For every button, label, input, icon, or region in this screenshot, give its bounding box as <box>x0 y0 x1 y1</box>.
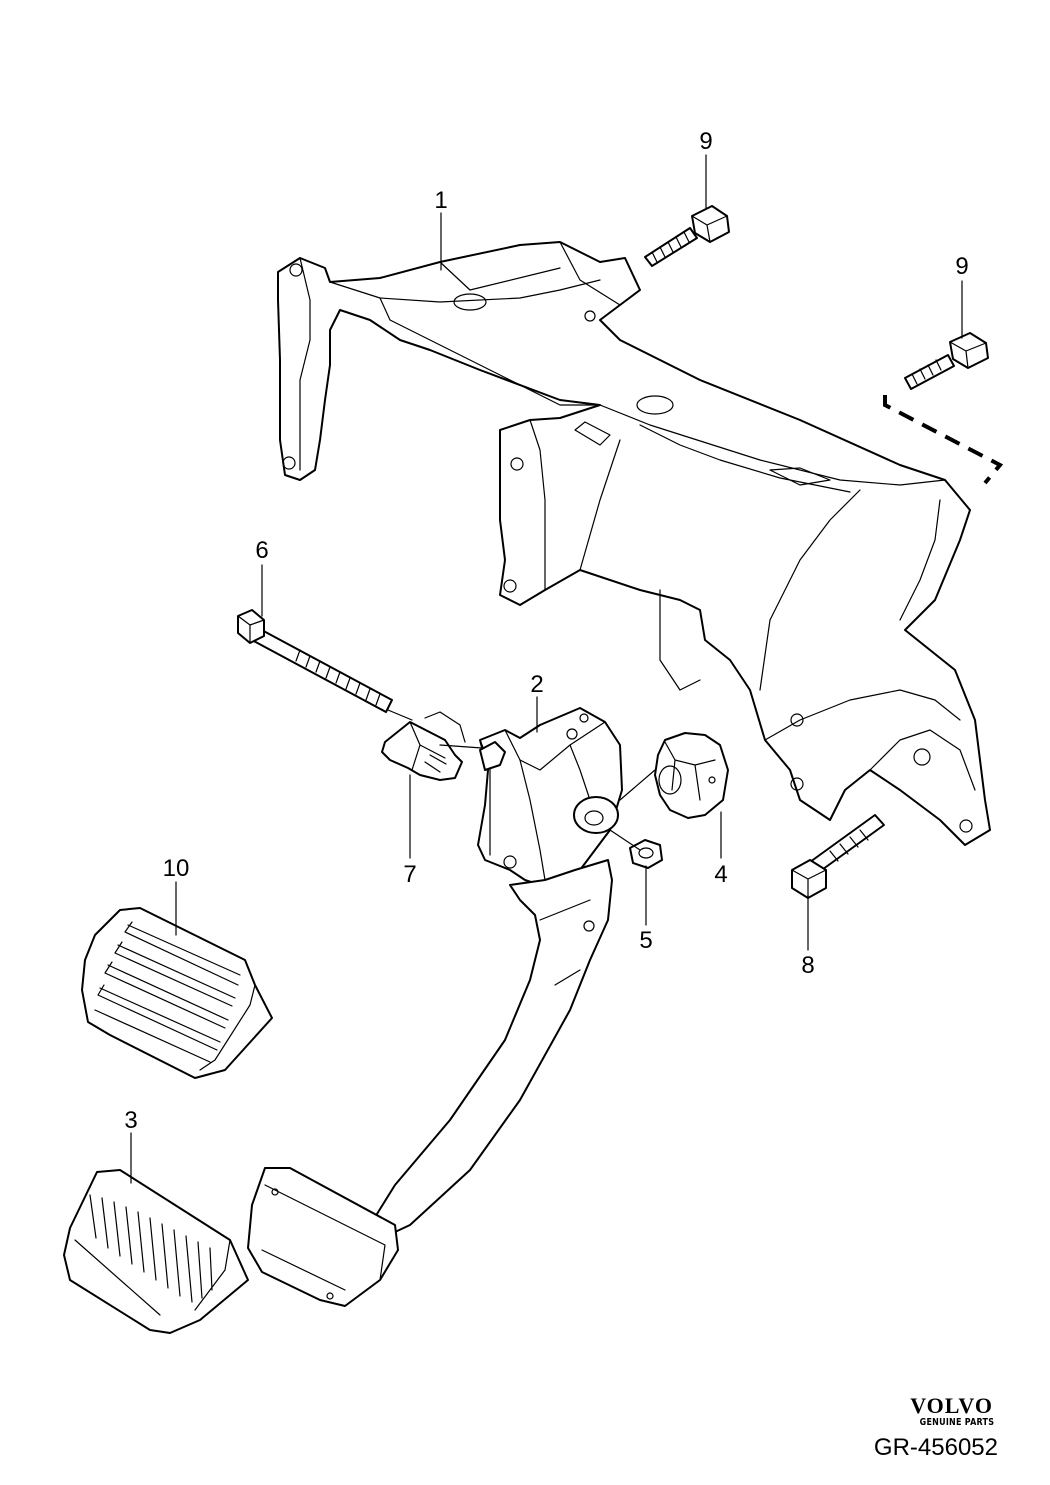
diagram-reference-number: GR-456052 <box>873 1434 998 1461</box>
leader-lines <box>130 154 963 1184</box>
brand-subtitle: GENUINE PARTS <box>919 1417 994 1428</box>
callout-9-upper: 9 <box>699 128 712 155</box>
callout-1: 1 <box>434 187 447 214</box>
callout-9-lower: 9 <box>955 253 968 280</box>
sensor-part-4 <box>654 732 729 819</box>
bolt-part-6 <box>237 609 393 713</box>
bolt-part-9-lower <box>904 332 989 390</box>
callout-10: 10 <box>163 855 190 882</box>
dashed-alignment-line <box>883 395 1004 485</box>
clip-part-7 <box>381 711 466 781</box>
callout-5: 5 <box>639 927 652 954</box>
callout-2: 2 <box>530 671 543 698</box>
callout-6: 6 <box>255 537 268 564</box>
callout-labels: 1 2 3 4 5 6 7 8 9 9 10 <box>124 128 968 1134</box>
brand-logo: VOLVO <box>910 1393 993 1418</box>
callout-7: 7 <box>403 861 416 888</box>
nut-part-5 <box>629 839 663 869</box>
callout-3: 3 <box>124 1107 137 1134</box>
pedal-bracket-part-1 <box>277 241 991 846</box>
bolt-part-9-upper <box>644 205 730 267</box>
bolt-part-8 <box>791 814 885 899</box>
pedal-pad-part-3 <box>63 1169 249 1334</box>
pedal-assembly-part-2 <box>247 707 623 1307</box>
callout-4: 4 <box>714 861 727 888</box>
pedal-pad-part-10 <box>81 907 273 1079</box>
callout-8: 8 <box>801 952 814 979</box>
